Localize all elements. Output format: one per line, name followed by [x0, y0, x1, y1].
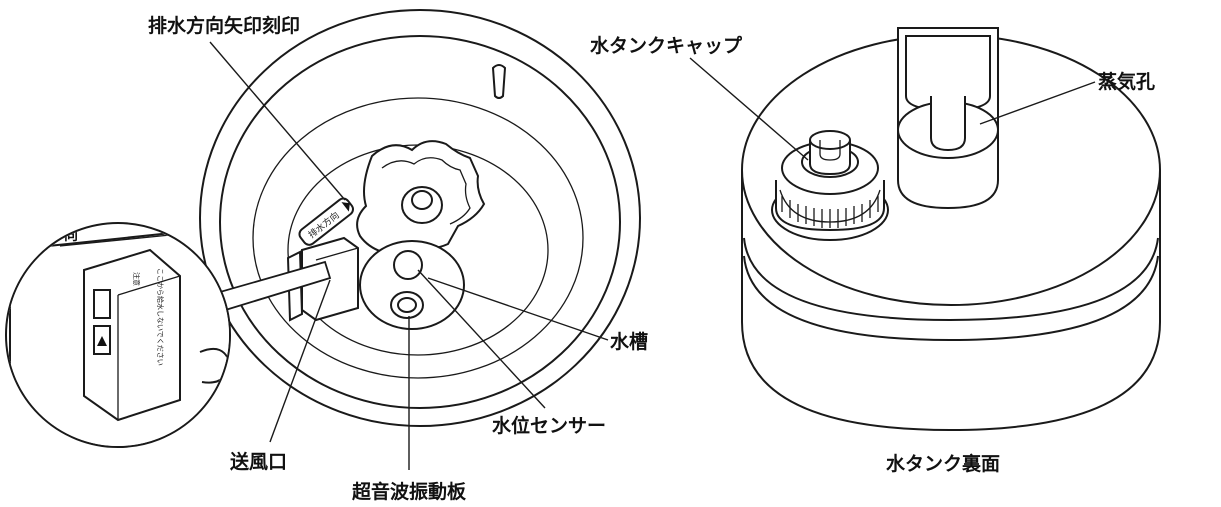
leader-lines — [209, 41, 1096, 470]
zoom-warning-text: ここから給水しないでください — [156, 268, 165, 366]
steam-hole — [897, 27, 999, 210]
air-outlet-edge — [315, 247, 359, 261]
label-water-tank-cap: 水タンクキャップ — [590, 34, 743, 57]
label-air-outlet: 送風口 — [230, 450, 287, 473]
leader-drain — [209, 41, 346, 201]
fill-spout — [491, 64, 507, 99]
humidifier-body: 排水方向 — [199, 9, 641, 427]
leader-steam — [979, 81, 1096, 125]
lower-bowl — [359, 240, 465, 330]
zoom-detail: ここから給水しないでください 注意 向 — [5, 222, 231, 448]
inner-wall — [252, 97, 584, 379]
water-tank — [741, 27, 1161, 432]
label-ultrasonic-plate: 超音波振動板 — [351, 480, 467, 503]
label-tank-underside: 水タンク裏面 — [886, 452, 1000, 475]
leader-sensor — [417, 269, 546, 409]
basin-structure-inner — [381, 157, 471, 225]
water-level-sensor-ball — [393, 250, 423, 280]
water-tank-cap — [771, 130, 889, 241]
body-inner-rim — [219, 35, 621, 409]
leader-outlet — [269, 279, 331, 443]
leader-basin — [427, 277, 609, 341]
tank-band-top — [743, 237, 1159, 322]
label-water-level-sensor: 水位センサー — [492, 414, 606, 437]
label-drain-arrow-mark: 排水方向矢印刻印 — [148, 14, 300, 37]
tank-band-bottom — [743, 255, 1159, 342]
ultrasonic-plate-center — [397, 297, 417, 313]
leader-cap — [689, 57, 809, 161]
label-water-basin: 水槽 — [610, 330, 648, 353]
center-post-cap — [411, 190, 433, 210]
label-steam-hole: 蒸気孔 — [1098, 70, 1155, 93]
zoom-caution-text: 注意 — [132, 272, 141, 286]
